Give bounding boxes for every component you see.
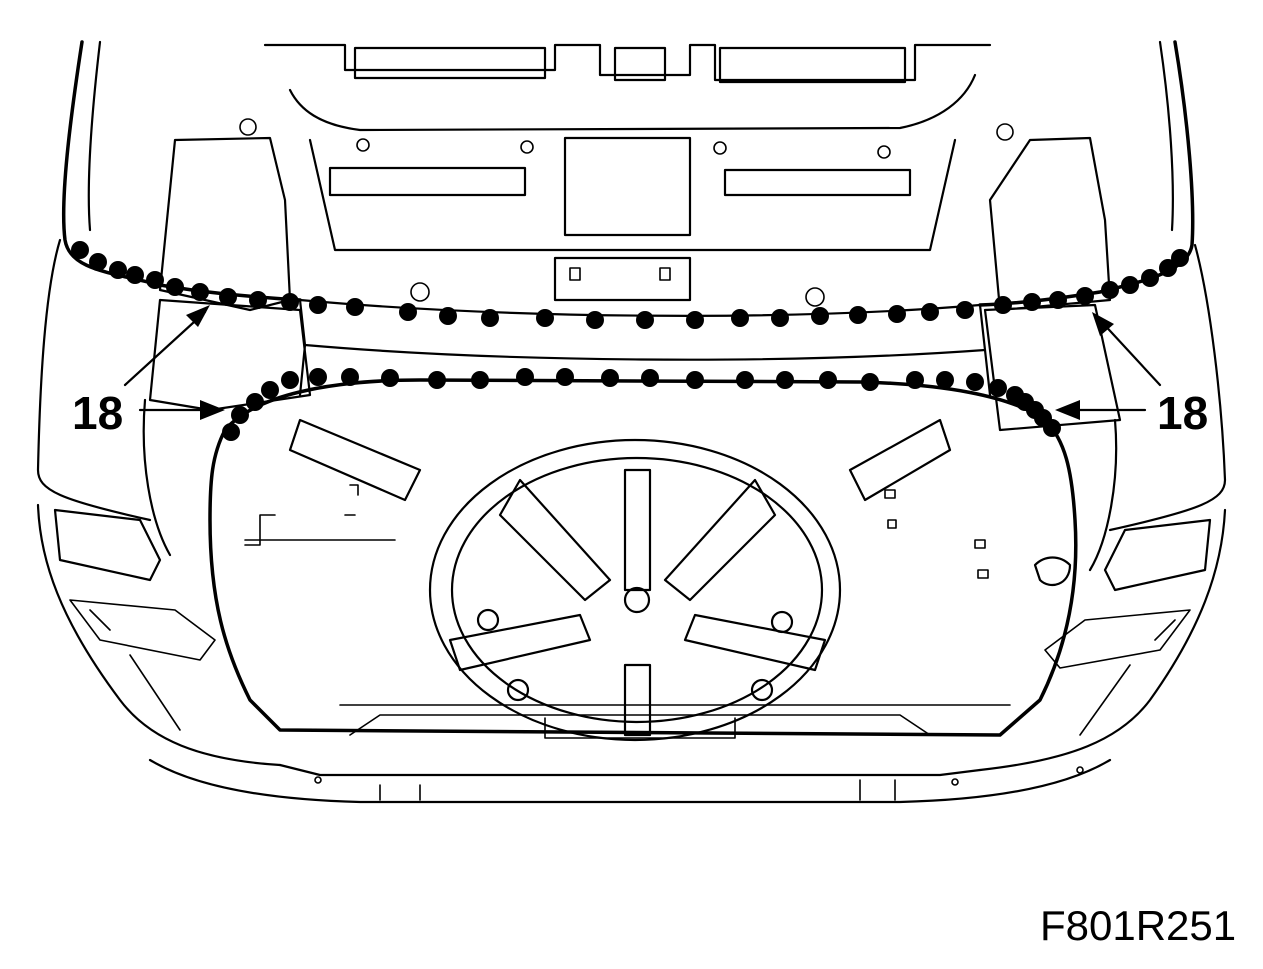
figure-code: F801R251 bbox=[1040, 902, 1237, 949]
sealant-bead-upper-dot bbox=[1141, 269, 1159, 287]
sealant-bead-upper-dot bbox=[1101, 281, 1119, 299]
sealant-bead-upper-dot bbox=[399, 303, 417, 321]
sealant-bead-upper-dot bbox=[686, 311, 704, 329]
sealant-bead-lower-dot bbox=[966, 373, 984, 391]
sealant-bead-lower-dot bbox=[471, 371, 489, 389]
sealant-bead-lower bbox=[222, 368, 1061, 441]
sealant-bead-upper-dot bbox=[146, 271, 164, 289]
sealant-bead-upper-dot bbox=[1159, 259, 1177, 277]
body-outline bbox=[36, 40, 1227, 804]
sealant-bead-upper-dot bbox=[1023, 293, 1041, 311]
sealant-bead-upper-dot bbox=[771, 309, 789, 327]
sealant-bead-upper-dot bbox=[994, 296, 1012, 314]
sealant-bead-upper-dot bbox=[126, 266, 144, 284]
sealant-bead-upper-dot bbox=[536, 309, 554, 327]
sealant-bead-upper-dot bbox=[219, 288, 237, 306]
callout-label-left: 18 bbox=[72, 387, 124, 439]
sealant-bead-upper-dot bbox=[249, 291, 267, 309]
sealant-bead-upper-dot bbox=[89, 253, 107, 271]
sealant-bead-lower-dot bbox=[936, 371, 954, 389]
sealant-bead-upper-dot bbox=[731, 309, 749, 327]
sealant-bead-upper-dot bbox=[636, 311, 654, 329]
sealant-bead-lower-dot bbox=[516, 368, 534, 386]
sealant-bead-lower-dot bbox=[776, 371, 794, 389]
bumper-details bbox=[53, 508, 1212, 736]
sealant-bead-upper-dot bbox=[281, 293, 299, 311]
sealant-bead-lower-dot bbox=[556, 368, 574, 386]
callout-label-right: 18 bbox=[1157, 387, 1209, 439]
sealant-bead-lower-dot bbox=[906, 371, 924, 389]
sealant-bead-lower-dot bbox=[246, 393, 264, 411]
sealant-bead-upper-dot bbox=[191, 283, 209, 301]
sealant-bead-upper-dot bbox=[849, 306, 867, 324]
arrow-left-upper bbox=[123, 310, 207, 387]
side-panels bbox=[142, 136, 1122, 572]
sealant-bead-upper-dot bbox=[439, 307, 457, 325]
sealant-bead-upper-dot bbox=[586, 311, 604, 329]
sealant-bead-upper-dot bbox=[309, 296, 327, 314]
sealant-bead-upper-dot bbox=[811, 307, 829, 325]
sealant-bead-upper bbox=[71, 241, 1189, 329]
sealant-bead-lower-dot bbox=[861, 373, 879, 391]
sealant-bead-upper-dot bbox=[109, 261, 127, 279]
sealant-bead-lower-dot bbox=[381, 369, 399, 387]
sealant-bead-lower-dot bbox=[222, 423, 240, 441]
arrowhead-left-upper bbox=[186, 305, 210, 327]
arrowhead-left-lower bbox=[200, 400, 225, 420]
sealant-bead-lower-dot bbox=[428, 371, 446, 389]
sealant-bead-lower-dot bbox=[1043, 419, 1061, 437]
sealant-bead-lower-dot bbox=[341, 368, 359, 386]
sealant-bead-lower-dot bbox=[686, 371, 704, 389]
sealant-bead-upper-dot bbox=[71, 241, 89, 259]
sealant-bead-upper-dot bbox=[1121, 276, 1139, 294]
sealant-bead-lower-dot bbox=[819, 371, 837, 389]
sealant-bead-upper-dot bbox=[1049, 291, 1067, 309]
sealant-bead-lower-dot bbox=[231, 406, 249, 424]
arrow-right-upper bbox=[1098, 318, 1162, 387]
sealant-bead-upper-dot bbox=[956, 301, 974, 319]
trunk-floor bbox=[208, 378, 1078, 742]
sealant-bead-upper-dot bbox=[1171, 249, 1189, 267]
sealant-bead-upper-dot bbox=[888, 305, 906, 323]
sealant-bead-lower-dot bbox=[261, 381, 279, 399]
sealant-bead-upper-dot bbox=[346, 298, 364, 316]
sealant-bead-lower-dot bbox=[309, 368, 327, 386]
sealant-bead-upper-dot bbox=[166, 278, 184, 296]
sealant-bead-upper-dot bbox=[481, 309, 499, 327]
sealant-bead-upper-dot bbox=[1076, 287, 1094, 305]
rear-panel bbox=[239, 43, 1014, 307]
callout-arrows bbox=[123, 305, 1162, 420]
sealant-bead-lower-dot bbox=[601, 369, 619, 387]
sealant-bead-lower-dot bbox=[281, 371, 299, 389]
sealant-bead-lower-dot bbox=[989, 379, 1007, 397]
sealant-bead-lower-dot bbox=[641, 369, 659, 387]
arrowhead-right-upper bbox=[1092, 312, 1114, 336]
arrowhead-right-lower bbox=[1055, 400, 1080, 420]
sealant-bead-lower-dot bbox=[736, 371, 754, 389]
sealant-bead-upper-dot bbox=[921, 303, 939, 321]
